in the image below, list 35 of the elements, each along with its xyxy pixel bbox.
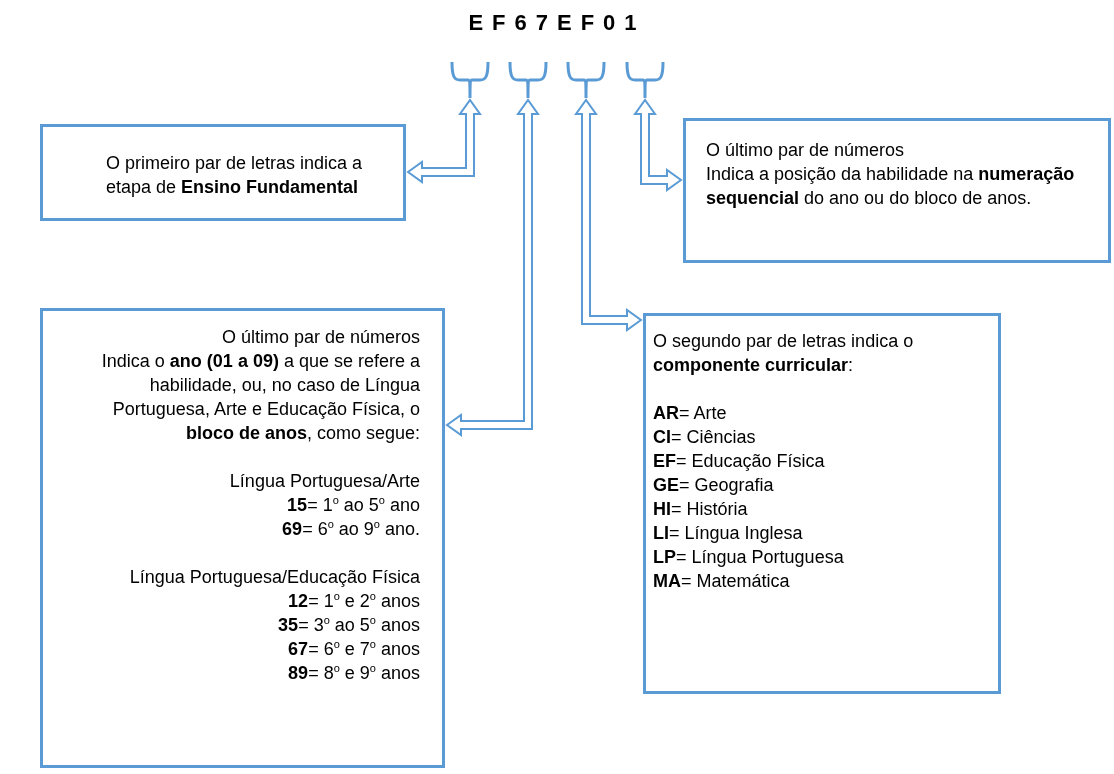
curly-bracket: [566, 62, 606, 98]
box-text: CI= Ciências: [653, 426, 756, 449]
box-text: 67= 6$^{o}$ e 7$^{o}$ anos: [288, 637, 420, 661]
text-box: [683, 118, 1111, 263]
box-text: LI= Língua Inglesa: [653, 522, 803, 545]
box-text: O segundo par de letras indica o componente curricular:: [653, 330, 915, 377]
box-text: O primeiro par de letras indica a etapa de Ensino Fundamental: [106, 152, 364, 199]
curly-bracket: [625, 62, 665, 98]
box-text: 89= 8$^{o}$ e 9$^{o}$ anos: [288, 661, 420, 685]
curly-bracket: [508, 62, 548, 98]
curly-bracket: [450, 62, 490, 98]
box-text: Língua Portuguesa/Educação Física: [129, 566, 420, 589]
box-text: 69= 6$^{o}$ ao 9$^{o}$ ano.: [282, 517, 420, 541]
box-text: 15= 1$^{o}$ ao 5$^{o}$ ano: [287, 493, 420, 517]
box-text: LP= Língua Portuguesa: [653, 546, 844, 569]
text-box: [40, 124, 406, 221]
box-text: O último par de números: [221, 326, 420, 349]
text-box: [643, 313, 1001, 694]
box-text: AR= Arte: [653, 402, 727, 425]
box-text: MA= Matemática: [653, 570, 790, 593]
box-text: Língua Portuguesa/Arte: [229, 470, 420, 493]
block-arrow: [406, 98, 482, 184]
box-text: 35= 3$^{o}$ ao 5$^{o}$ anos: [278, 613, 420, 637]
code-heading: EF67EF01: [467, 10, 647, 36]
text-box: [40, 308, 445, 768]
box-text: O último par de números: [706, 139, 905, 162]
box-text: Indica a posição da habilidade na numeração sequencial do ano ou do bloco de anos.: [706, 163, 1076, 210]
block-arrow: [445, 98, 540, 437]
box-text: EF= Educação Física: [653, 450, 825, 473]
block-arrow: [633, 98, 683, 192]
box-text: 12= 1$^{o}$ e 2$^{o}$ anos: [288, 589, 420, 613]
box-text: GE= Geografia: [653, 474, 774, 497]
box-text: HI= História: [653, 498, 748, 521]
block-arrow: [574, 98, 643, 332]
box-text: Indica o ano (01 a 09) a que se refere a habilidade, ou, no caso de Língua Portuguesa, Arte e Educação Física, o bloco de anos, como segue:: [100, 350, 420, 445]
